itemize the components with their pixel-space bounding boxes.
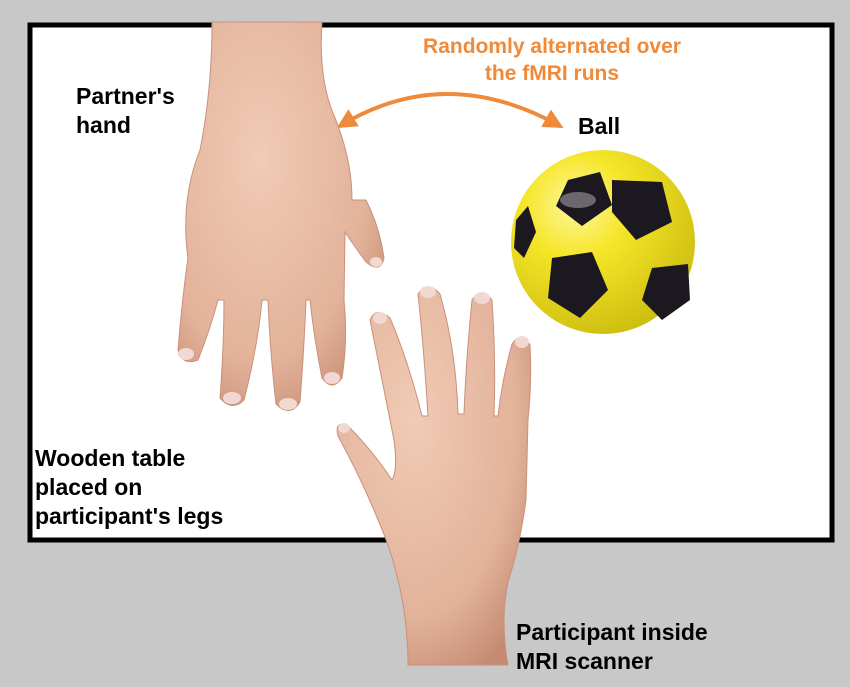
- ball-label: Ball: [578, 113, 621, 139]
- soccer-ball-icon: [511, 150, 695, 334]
- partner-hand-icon: [177, 21, 385, 411]
- partner-hand-label: Partner's hand: [76, 83, 175, 138]
- participant-hand-icon: [336, 286, 532, 666]
- alternation-annotation: Randomly alternated over the fMRI runs: [423, 35, 681, 85]
- double-headed-curved-arrow-icon: [336, 92, 564, 129]
- participant-label: Participant inside MRI scanner: [516, 619, 708, 674]
- table-label: Wooden table placed on participant's leg…: [35, 445, 224, 529]
